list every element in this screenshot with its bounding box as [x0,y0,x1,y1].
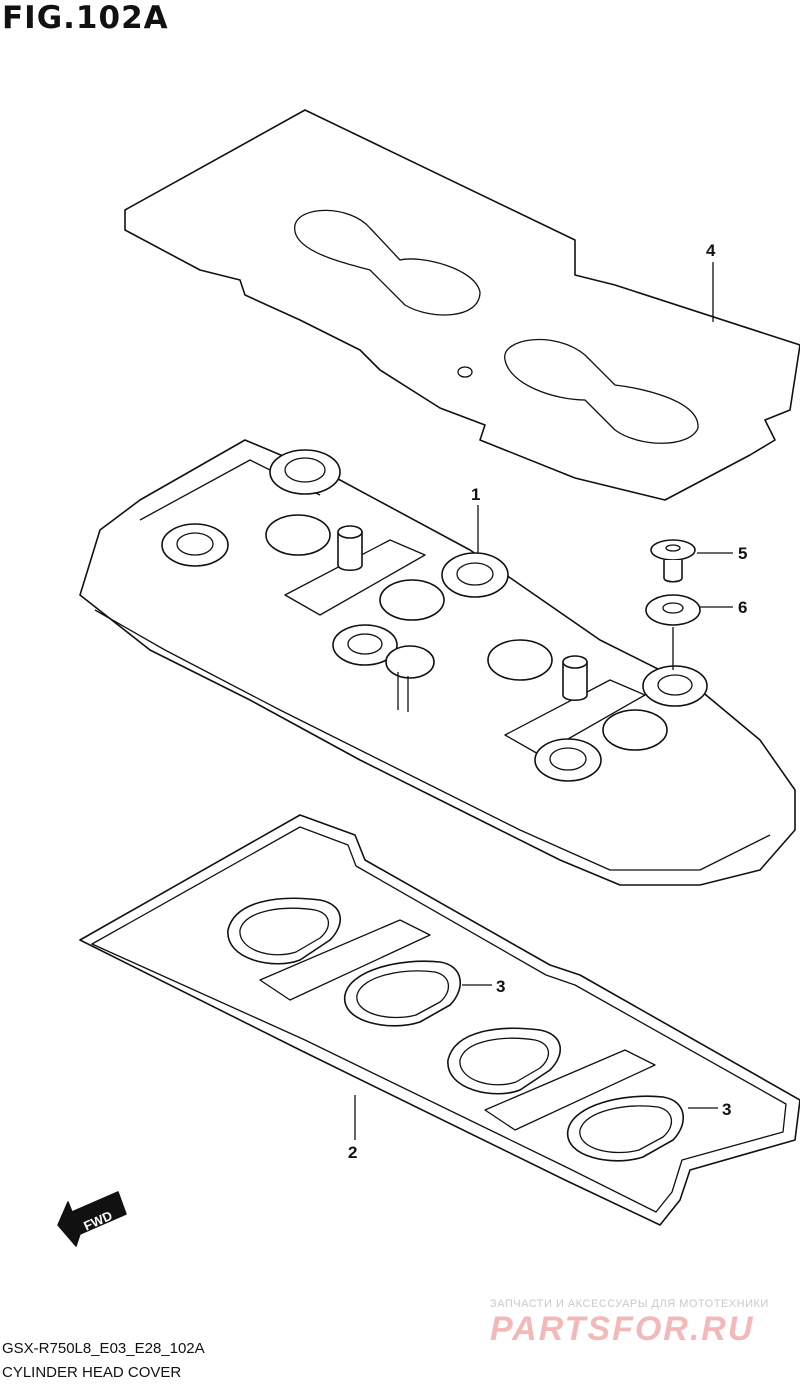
part-5-bolt[interactable] [650,539,696,583]
watermark-tagline: ЗАПЧАСТИ И АКСЕССУАРЫ ДЛЯ МОТОТЕХНИКИ [490,1298,769,1310]
callout-part-6: 6 [738,598,747,617]
part-1-cylinder-head-cover[interactable] [79,439,796,886]
callout-part-1: 1 [471,485,480,504]
watermark-brand: PARTSFOR.RU [490,1310,755,1348]
figure-name: CYLINDER HEAD COVER [2,1364,182,1381]
callout-part-5: 5 [738,544,747,563]
figure-code: GSX-R750L8_E03_E28_102A [2,1340,205,1357]
part-3-plug-seal-rear[interactable] [447,1027,685,1162]
callout-part-4: 4 [706,241,716,260]
part-6-washer[interactable] [645,594,701,626]
part-3-plug-seal-front[interactable] [227,897,462,1027]
part-4-cover-gasket[interactable] [124,109,800,501]
callout-part-3-front: 3 [496,977,505,996]
figure-title: FIG.102A [2,0,169,36]
fwd-direction-arrow: FWD [57,1191,127,1247]
callout-part-3-rear: 3 [722,1100,731,1119]
callout-part-2: 2 [348,1143,357,1162]
